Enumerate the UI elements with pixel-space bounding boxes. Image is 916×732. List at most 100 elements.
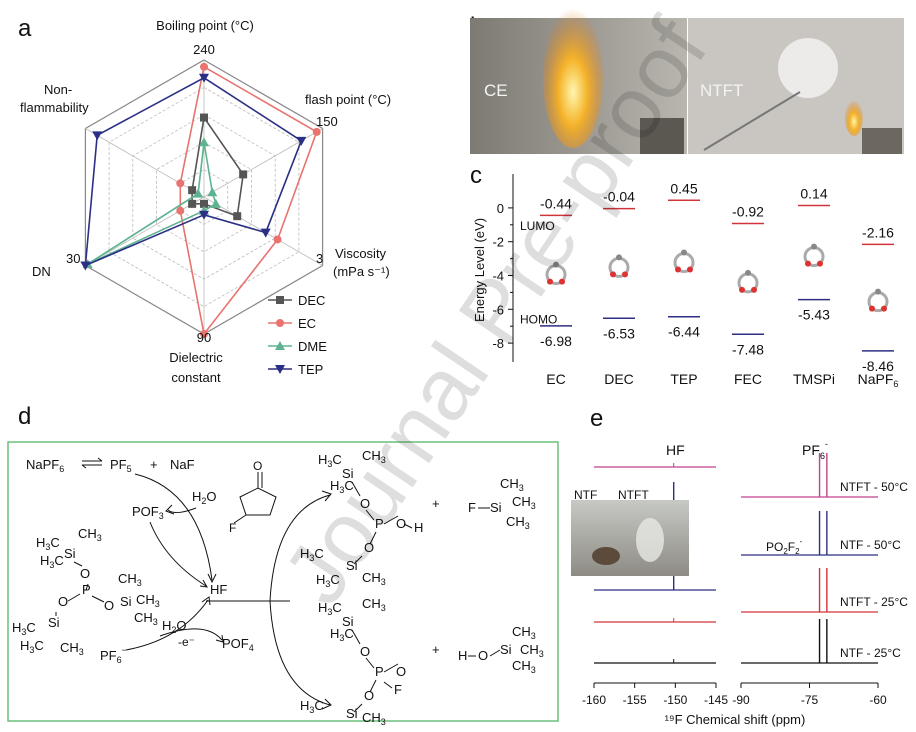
tmspi-si: Si <box>64 546 76 561</box>
molecule-atom <box>547 278 553 285</box>
radar-axis-dielectric-label: Dielectric <box>169 350 223 365</box>
nmr-left-title: HF <box>666 442 685 458</box>
product1-methyl: H3C <box>316 572 340 589</box>
scheme-structures: H3CCH3SiH3COOPOSiCH3CH3CH3SiH3CH3CCH3H3C… <box>12 448 544 727</box>
nmr-x-axis-label: ¹⁹F Chemical shift (ppm) <box>665 712 806 727</box>
radar-point-tep <box>296 136 307 146</box>
tmspi-methyl: CH3 <box>136 592 160 609</box>
scheme-pf6-anion: PF6− <box>100 645 127 665</box>
nmr-left-tick-label: -150 <box>663 693 687 707</box>
product2-f: F <box>394 682 402 697</box>
product1-methyl: CH3 <box>362 570 386 587</box>
molecule-label-napf: NaPF6 <box>858 371 899 389</box>
homo-value-dec: -6.53 <box>603 325 635 341</box>
panel-letter-e: e <box>590 405 603 432</box>
radar-series-tep <box>84 76 303 267</box>
bond <box>369 679 377 693</box>
nmr-right-tick-label: -60 <box>869 693 887 707</box>
product1-o: O <box>364 540 374 555</box>
lumo-value-napf: -2.16 <box>862 224 894 240</box>
photo-ntft-lighter <box>862 128 902 154</box>
bond <box>351 629 361 645</box>
scheme-arrows <box>125 473 332 710</box>
fluoro-tms-si: Si <box>490 500 502 515</box>
photo-ce-label: CE <box>484 81 508 100</box>
fluoro-tms-methyl: CH3 <box>506 514 530 531</box>
product2-o: O <box>360 644 370 659</box>
energy-y-tick-label: -2 <box>492 235 504 250</box>
bond <box>67 593 81 602</box>
homo-legend-label: HOMO <box>520 313 557 327</box>
scheme-hf: HF <box>210 582 227 597</box>
radar-point-dme <box>193 188 204 198</box>
tmspi-o: O <box>80 566 90 581</box>
photo-ntft-flame <box>845 100 863 136</box>
bond <box>369 531 377 545</box>
fec-carbonyl-o: O <box>253 459 262 473</box>
molecule-atom <box>745 269 751 276</box>
lumo-value-tmspi: 0.14 <box>800 186 827 202</box>
silanol-methyl: CH3 <box>512 658 536 675</box>
molecule-atom <box>559 278 565 285</box>
scheme-pof4: POF4 <box>222 636 254 653</box>
radar-axis-viscosity-max: 3 <box>316 251 323 266</box>
homo-value-napf: -8.46 <box>862 358 894 374</box>
tmspi-methyl: CH3 <box>134 610 158 627</box>
product2-methyl: H3C <box>330 626 354 643</box>
scheme-napf6: NaPF6 <box>26 457 64 474</box>
nmr-right-tick-label: -75 <box>801 693 819 707</box>
flame-test-photos: CE NTFT <box>470 8 904 154</box>
reaction-scheme: NaPF6 PF5 + NaF H2O O F POF3 HF PF6− H2O… <box>7 441 559 727</box>
radar-point-dec <box>200 199 208 208</box>
fluoro-tms-methyl: CH3 <box>512 494 536 511</box>
tmspi-methyl: H3C <box>40 553 64 570</box>
molecule-atom <box>805 260 811 267</box>
molecule-atom <box>751 286 757 293</box>
product2-methyl: H3C <box>318 600 342 617</box>
bond <box>383 663 399 673</box>
product2-methyl: CH3 <box>362 710 386 727</box>
nmr-inset-photo <box>571 500 689 576</box>
bond <box>91 595 105 603</box>
fluoro-tms-f: F <box>468 500 476 515</box>
scheme-h2o-bottom: H2O <box>162 618 187 635</box>
silanol-si: Si <box>500 642 512 657</box>
product1-o: O <box>396 516 406 531</box>
radar-axis-dn-max: 30 <box>66 251 80 266</box>
legend-marker-dec <box>276 296 284 304</box>
lumo-value-tep: 0.45 <box>670 180 697 196</box>
radar-point-tep <box>199 73 209 83</box>
radar-point-dme <box>210 198 221 208</box>
nmr-left-tick-label: -160 <box>582 693 606 707</box>
molecule-atom <box>622 271 628 278</box>
product1-methyl: H3C <box>300 546 324 563</box>
product2-o: O <box>364 688 374 703</box>
radar-axis-boiling-max: 240 <box>193 42 215 57</box>
product1-methyl: CH3 <box>362 448 386 465</box>
radar-axis-flash-label: flash point (°C) <box>305 92 391 107</box>
radar-point-ec <box>200 62 208 71</box>
nmr-trace-label-bg <box>838 478 908 494</box>
nmr-inset-ntf-vial <box>592 547 620 565</box>
scheme-h2o-top: H2O <box>192 489 217 506</box>
energy-y-tick-label: -4 <box>492 269 504 284</box>
nmr-trace-label-bg <box>838 644 908 660</box>
nmr-trace-label: NTFT - 50°C <box>840 480 908 494</box>
molecule-atom <box>687 266 693 273</box>
radar-point-tep <box>80 261 91 271</box>
bond <box>383 681 393 689</box>
nmr-left-tick-label: -145 <box>704 693 728 707</box>
photo-ce-flame <box>543 8 603 148</box>
homo-value-tmspi: -5.43 <box>798 307 830 323</box>
molecule-label-fec: FEC <box>734 371 762 387</box>
legend-label-dec: DEC <box>298 293 325 308</box>
molecule-atom <box>610 271 616 278</box>
radar-point-dec <box>233 212 242 221</box>
homo-value-tep: -6.44 <box>668 324 700 340</box>
scheme-plus-eq: + <box>150 457 158 472</box>
lumo-value-ec: -0.44 <box>540 195 572 211</box>
radar-point-ec <box>176 206 185 215</box>
bond <box>365 657 375 669</box>
